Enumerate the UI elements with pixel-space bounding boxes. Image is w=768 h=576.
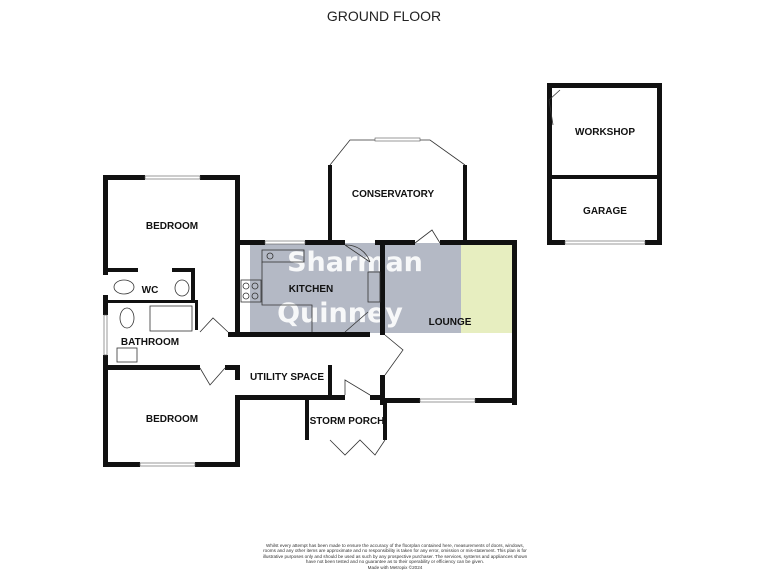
- label-storm-porch: STORM PORCH: [310, 416, 385, 427]
- label-kitchen: KITCHEN: [289, 284, 333, 295]
- walls: [103, 83, 662, 467]
- label-garage: GARAGE: [583, 206, 627, 217]
- label-utility-space: UTILITY SPACE: [250, 372, 324, 383]
- disclaimer: Whilst every attempt has been made to en…: [262, 543, 528, 570]
- label-bedroom-2: BEDROOM: [146, 414, 198, 425]
- label-workshop: WORKSHOP: [575, 127, 635, 138]
- highlight-area: [461, 243, 512, 333]
- watermark-background: [250, 243, 461, 333]
- label-bedroom-1: BEDROOM: [146, 221, 198, 232]
- windows: [103, 137, 646, 467]
- floor-title: GROUND FLOOR: [326, 8, 442, 24]
- label-conservatory: CONSERVATORY: [352, 189, 435, 200]
- label-bathroom: BATHROOM: [121, 337, 179, 348]
- label-wc: WC: [142, 285, 159, 296]
- label-lounge: LOUNGE: [429, 317, 472, 328]
- disclaimer-text: Whilst every attempt has been made to en…: [262, 543, 528, 565]
- room-labels: BEDROOM WC BATHROOM BEDROOM KITCHEN CONS…: [121, 127, 635, 427]
- fixtures: [113, 249, 381, 363]
- conservatory-frame: [329, 139, 466, 166]
- disclaimer-credit: Made with Metropix ©2024: [367, 564, 423, 570]
- doors: [199, 89, 561, 456]
